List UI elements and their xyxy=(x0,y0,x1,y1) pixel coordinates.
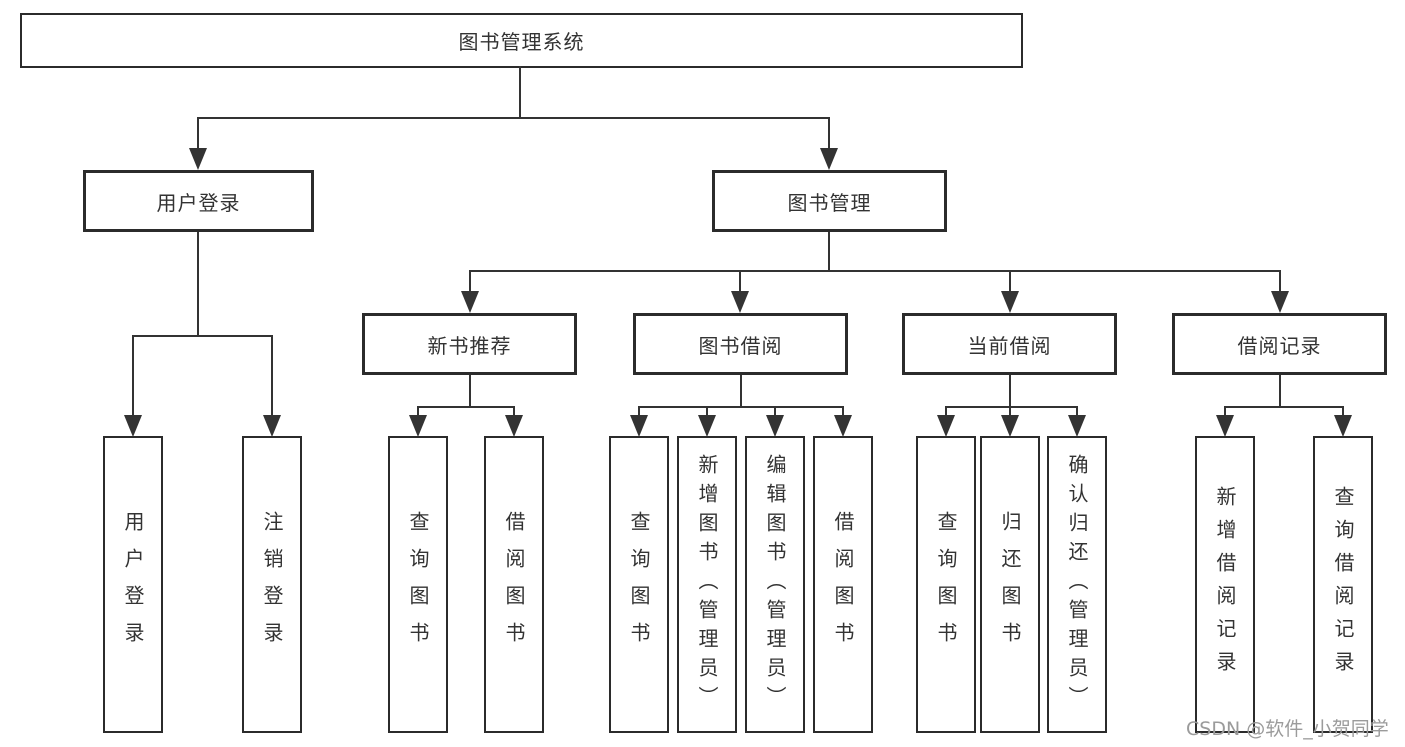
leaf-label: 归还图书 xyxy=(998,510,1022,659)
node-library-management-system: 图书管理系统 xyxy=(20,13,1023,68)
leaf-label: 查询图书 xyxy=(406,510,430,659)
connector-line xyxy=(1009,270,1011,295)
node-label: 用户登录 xyxy=(156,190,241,215)
leaf-add-book-admin: 新增图书（管理员） xyxy=(677,436,737,733)
connector-line xyxy=(469,270,471,295)
csdn-watermark: CSDN @软件_小贺同学 xyxy=(1186,718,1389,740)
leaf-label: 借阅图书 xyxy=(502,510,526,659)
connector-line xyxy=(638,406,640,418)
connector-line xyxy=(197,232,199,336)
arrow-down-icon xyxy=(834,415,852,437)
leaf-label: 确认归还（管理员） xyxy=(1065,454,1089,715)
arrow-down-icon xyxy=(731,291,749,313)
leaf-label: 编辑图书（管理员） xyxy=(763,454,787,715)
leaf-query-book-recommend: 查询图书 xyxy=(388,436,448,733)
connector-line xyxy=(197,117,830,119)
leaf-label: 注销登录 xyxy=(260,510,284,659)
connector-line xyxy=(513,406,515,418)
arrow-down-icon xyxy=(820,148,838,170)
connector-line xyxy=(945,406,947,418)
node-label: 新书推荐 xyxy=(427,333,512,358)
leaf-label: 新增借阅记录 xyxy=(1213,485,1237,684)
leaf-borrow-book-recommend: 借阅图书 xyxy=(484,436,544,733)
arrow-down-icon xyxy=(124,415,142,437)
arrow-down-icon xyxy=(461,291,479,313)
connector-line xyxy=(132,335,134,417)
arrow-down-icon xyxy=(1068,415,1086,437)
connector-line xyxy=(1009,375,1011,407)
arrow-down-icon xyxy=(263,415,281,437)
connector-line xyxy=(774,406,776,418)
arrow-down-icon xyxy=(937,415,955,437)
connector-line xyxy=(739,270,741,295)
leaf-add-borrow-record: 新增借阅记录 xyxy=(1195,436,1255,733)
connector-line xyxy=(469,270,1281,272)
leaf-label: 用户登录 xyxy=(121,510,145,659)
node-book-borrowing: 图书借阅 xyxy=(633,313,848,375)
leaf-query-book-current: 查询图书 xyxy=(916,436,976,733)
connector-line xyxy=(1076,406,1078,418)
connector-line xyxy=(828,232,830,272)
node-borrowing-records: 借阅记录 xyxy=(1172,313,1387,375)
arrow-down-icon xyxy=(1271,291,1289,313)
connector-line xyxy=(1009,406,1011,418)
node-current-borrowing: 当前借阅 xyxy=(902,313,1117,375)
arrow-down-icon xyxy=(1001,415,1019,437)
arrow-down-icon xyxy=(698,415,716,437)
leaf-return-book: 归还图书 xyxy=(980,436,1040,733)
node-user-login: 用户登录 xyxy=(83,170,314,232)
leaf-user-login: 用户登录 xyxy=(103,436,163,733)
node-label: 借阅记录 xyxy=(1237,333,1322,358)
connector-line xyxy=(1342,406,1344,418)
arrow-down-icon xyxy=(1334,415,1352,437)
leaf-label: 借阅图书 xyxy=(831,510,855,659)
leaf-confirm-return-admin: 确认归还（管理员） xyxy=(1047,436,1107,733)
connector-line xyxy=(197,117,199,152)
arrow-down-icon xyxy=(1001,291,1019,313)
leaf-logout: 注销登录 xyxy=(242,436,302,733)
connector-line xyxy=(842,406,844,418)
node-book-management: 图书管理 xyxy=(712,170,947,232)
connector-line xyxy=(417,406,515,408)
connector-line xyxy=(945,406,1078,408)
connector-line xyxy=(271,335,273,417)
connector-line xyxy=(828,117,830,152)
connector-line xyxy=(132,335,273,337)
connector-line xyxy=(740,375,742,407)
arrow-down-icon xyxy=(1216,415,1234,437)
connector-line xyxy=(1279,270,1281,295)
leaf-query-book-borrowing: 查询图书 xyxy=(609,436,669,733)
leaf-query-borrow-record: 查询借阅记录 xyxy=(1313,436,1373,733)
arrow-down-icon xyxy=(189,148,207,170)
leaf-borrow-book: 借阅图书 xyxy=(813,436,873,733)
connector-line xyxy=(469,375,471,407)
arrow-down-icon xyxy=(766,415,784,437)
arrow-down-icon xyxy=(630,415,648,437)
connector-line xyxy=(638,406,844,408)
node-label: 当前借阅 xyxy=(967,333,1052,358)
leaf-label: 查询图书 xyxy=(627,510,651,659)
node-new-book-recommend: 新书推荐 xyxy=(362,313,577,375)
leaf-label: 新增图书（管理员） xyxy=(695,454,719,715)
connector-line xyxy=(519,66,521,119)
connector-line xyxy=(1224,406,1344,408)
leaf-label: 查询借阅记录 xyxy=(1331,485,1355,684)
node-label: 图书管理系统 xyxy=(458,30,585,54)
connector-line xyxy=(1279,375,1281,407)
node-label: 图书管理 xyxy=(787,190,872,215)
arrow-down-icon xyxy=(505,415,523,437)
connector-line xyxy=(706,406,708,418)
connector-line xyxy=(417,406,419,418)
leaf-edit-book-admin: 编辑图书（管理员） xyxy=(745,436,805,733)
arrow-down-icon xyxy=(409,415,427,437)
leaf-label: 查询图书 xyxy=(934,510,958,659)
node-label: 图书借阅 xyxy=(698,333,783,358)
connector-line xyxy=(1224,406,1226,418)
